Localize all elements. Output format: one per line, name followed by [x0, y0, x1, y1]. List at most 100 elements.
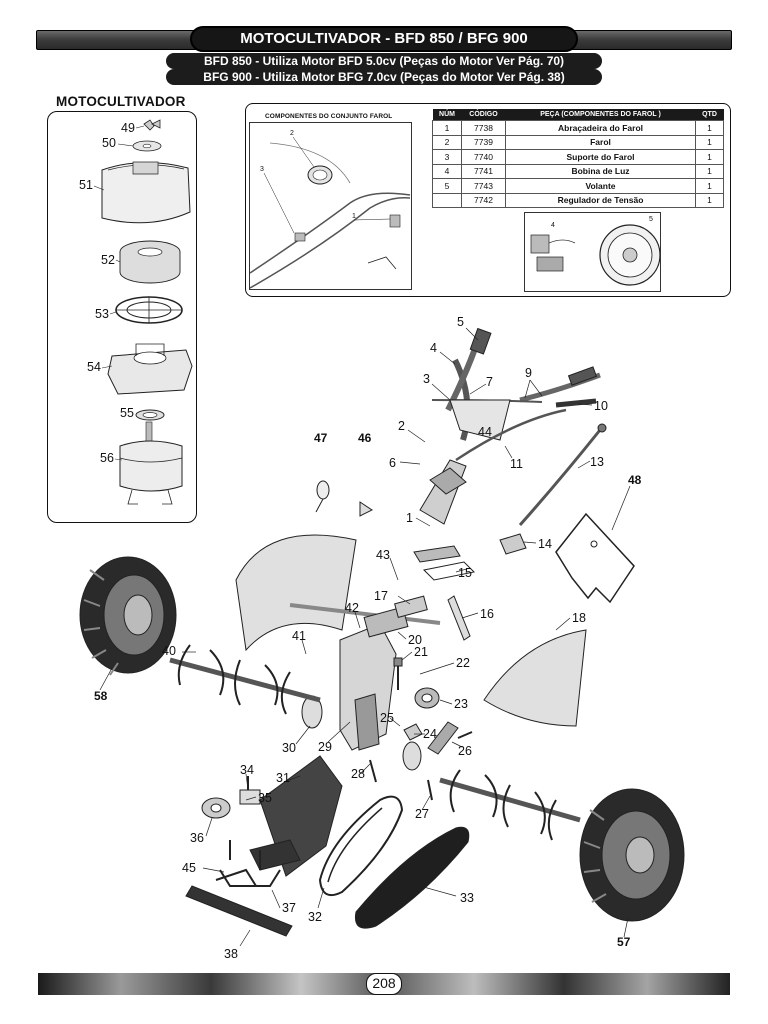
col-part-header: PEÇA (COMPONENTES DO FAROL )	[505, 109, 696, 121]
label-24: 24	[423, 727, 437, 741]
label-54: 54	[87, 360, 101, 374]
col-code-header: CÓDIGO	[461, 109, 506, 121]
cell-qty: 1	[695, 134, 724, 150]
page-title: MOTOCULTIVADOR - BFD 850 / BFG 900	[190, 26, 578, 52]
label-2: 2	[398, 419, 405, 433]
label-43: 43	[376, 548, 390, 562]
label-52: 52	[101, 253, 115, 267]
label-11: 11	[510, 457, 523, 471]
air-filter-panel: 49 50 51 52 53 54	[47, 111, 197, 523]
label-41: 41	[292, 629, 306, 643]
cell-qty: 1	[695, 192, 724, 208]
cell-part: Bobina de Luz	[505, 163, 696, 179]
cell-part: Suporte do Farol	[505, 149, 696, 165]
headlight-set-caption: COMPONENTES DO CONJUNTO FAROL	[265, 113, 393, 120]
headlight-label-3: 3	[260, 166, 264, 173]
headlight-set-panel	[245, 103, 731, 297]
label-3: 3	[423, 372, 430, 386]
label-35: 35	[258, 791, 272, 805]
flywheel-coil-image: 4 5	[524, 212, 661, 292]
label-53: 53	[95, 307, 109, 321]
tiller-exploded-drawing: 5 4 3 7 9 10 44 11 13 2 6 1 14 15 16 17 …	[79, 315, 685, 961]
label-15: 15	[458, 566, 472, 580]
label-40: 40	[162, 644, 176, 658]
label-13: 13	[590, 455, 604, 469]
cell-num: 4	[432, 163, 462, 179]
cell-qty: 1	[695, 120, 724, 136]
label-29: 29	[318, 740, 332, 754]
cell-qty: 1	[695, 163, 724, 179]
cell-code: 7739	[461, 134, 506, 150]
col-qty-header: QTD	[695, 109, 724, 121]
cell-qty: 1	[695, 149, 724, 165]
coil-label-4: 4	[551, 222, 555, 229]
label-44: 44	[478, 425, 492, 439]
table-row: 3 7740 Suporte do Farol 1	[432, 149, 724, 165]
label-7: 7	[486, 375, 493, 389]
cell-code: 7738	[461, 120, 506, 136]
col-num-header: NÚM	[432, 109, 462, 121]
label-9: 9	[525, 366, 532, 380]
label-55: 55	[120, 406, 134, 420]
label-18: 18	[572, 611, 586, 625]
label-51: 51	[79, 178, 93, 192]
headlight-label-2: 2	[290, 130, 294, 137]
table-header-row: NÚM CÓDIGO PEÇA (COMPONENTES DO FAROL ) …	[432, 109, 724, 121]
label-47: 47	[314, 431, 328, 445]
cell-num: 3	[432, 149, 462, 165]
cell-part: Volante	[505, 178, 696, 194]
table-row: 7742 Regulador de Tensão 1	[432, 192, 724, 208]
label-27: 27	[415, 807, 429, 821]
cell-part: Abraçadeira do Farol	[505, 120, 696, 136]
cell-code: 7741	[461, 163, 506, 179]
cell-part: Regulador de Tensão	[505, 192, 696, 208]
label-21: 21	[414, 645, 428, 659]
label-1: 1	[406, 511, 413, 525]
label-34: 34	[240, 763, 254, 777]
label-45: 45	[182, 861, 196, 875]
label-22: 22	[456, 656, 470, 670]
label-4: 4	[430, 341, 437, 355]
label-58: 58	[94, 689, 108, 703]
headlight-set-image: 2 3 1	[249, 122, 412, 290]
cell-qty: 1	[695, 178, 724, 194]
cell-num: 1	[432, 120, 462, 136]
label-25: 25	[380, 711, 394, 725]
label-23: 23	[454, 697, 468, 711]
table-row: 1 7738 Abraçadeira do Farol 1	[432, 120, 724, 136]
label-46: 46	[358, 431, 372, 445]
cell-code: 7743	[461, 178, 506, 194]
cell-code: 7740	[461, 149, 506, 165]
table-row: 4 7741 Bobina de Luz 1	[432, 163, 724, 179]
label-37: 37	[282, 901, 296, 915]
label-16: 16	[480, 607, 494, 621]
label-26: 26	[458, 744, 472, 758]
label-32: 32	[308, 910, 322, 924]
label-20: 20	[408, 633, 422, 647]
page-number: 208	[366, 973, 402, 995]
engine-info-bfg: BFG 900 - Utiliza Motor BFG 7.0cv (Peças…	[166, 69, 602, 85]
table-row: 5 7743 Volante 1	[432, 178, 724, 194]
label-30: 30	[282, 741, 296, 755]
table-row: 2 7739 Farol 1	[432, 134, 724, 150]
label-5: 5	[457, 315, 464, 329]
cell-code: 7742	[461, 192, 506, 208]
label-28: 28	[351, 767, 365, 781]
label-42: 42	[345, 601, 359, 615]
label-49: 49	[121, 121, 135, 135]
headlight-label-1: 1	[352, 213, 356, 220]
section-title: MOTOCULTIVADOR	[56, 94, 186, 109]
cell-num: 5	[432, 178, 462, 194]
label-57: 57	[617, 935, 631, 949]
cell-num: 2	[432, 134, 462, 150]
label-56: 56	[100, 451, 114, 465]
engine-info-bfd: BFD 850 - Utiliza Motor BFD 5.0cv (Peças…	[166, 53, 602, 69]
label-38: 38	[224, 947, 238, 961]
cell-num	[432, 192, 462, 208]
label-48: 48	[628, 473, 642, 487]
label-36: 36	[190, 831, 204, 845]
label-17: 17	[374, 589, 388, 603]
cell-part: Farol	[505, 134, 696, 150]
air-filter-exploded-drawing: 49 50 51 52 53 54	[79, 119, 193, 505]
label-10: 10	[594, 399, 608, 413]
